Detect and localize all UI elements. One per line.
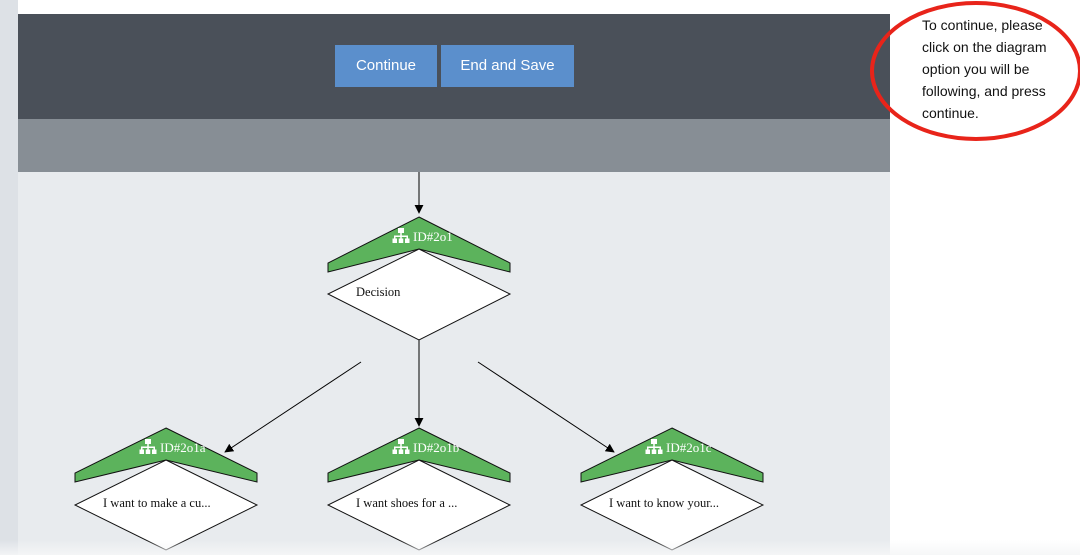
node-label: I want to know your... <box>609 496 719 510</box>
end-and-save-button[interactable]: End and Save <box>441 45 574 87</box>
highlight-circle-annotation <box>870 1 1080 141</box>
node-id: ID#2o1b <box>413 440 459 455</box>
node-label: I want to make a cu... <box>103 496 211 510</box>
left-rail <box>0 0 18 555</box>
diagram-node-child-b[interactable]: ID#2o1b I want shoes for a ... <box>326 427 512 551</box>
help-instruction-text: To continue, please click on the diagram… <box>922 17 1047 121</box>
help-panel <box>890 0 1080 555</box>
connector-root-to-c <box>477 361 615 453</box>
node-label: Decision <box>356 285 401 299</box>
diagram-node-child-a[interactable]: ID#2o1a I want to make a cu... <box>73 427 259 551</box>
node-id: ID#2o1a <box>160 440 206 455</box>
top-strip <box>18 0 890 14</box>
diagram-node-root[interactable]: ID#2o1 Decision <box>326 216 512 341</box>
continue-button[interactable]: Continue <box>335 45 437 87</box>
node-label: I want shoes for a ... <box>356 496 457 510</box>
sub-toolbar <box>18 119 890 172</box>
node-body-shape <box>326 248 512 341</box>
connector-root-to-a <box>224 361 362 453</box>
node-id: ID#2o1 <box>413 229 453 244</box>
diagram-node-child-c[interactable]: ID#2o1c I want to know your... <box>579 427 765 551</box>
node-id: ID#2o1c <box>666 440 712 455</box>
